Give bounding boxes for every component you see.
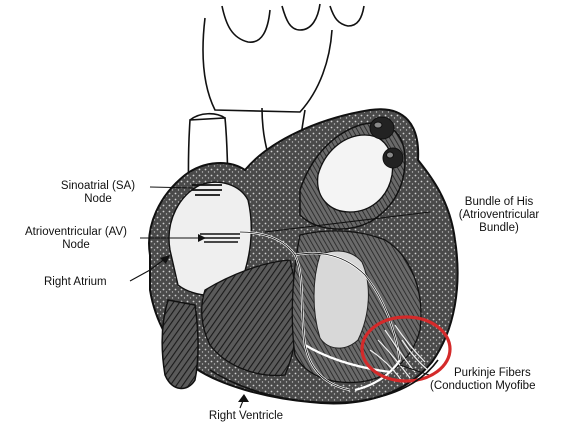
lv-chamber-light [314, 251, 368, 348]
inferior-vena-cava [162, 300, 198, 388]
label-sa-node: Sinoatrial (SA) Node [48, 180, 148, 206]
label-bundle-of-his: Bundle of His (Atrioventricular Bundle) [432, 196, 566, 235]
label-purkinje-fibers: Purkinje Fibers (Conduction Myofibe [430, 367, 573, 393]
label-right-atrium: Right Atrium [44, 276, 130, 289]
label-av-node: Atrioventricular (AV) Node [12, 226, 140, 252]
label-right-ventricle: Right Ventricle [196, 410, 296, 423]
